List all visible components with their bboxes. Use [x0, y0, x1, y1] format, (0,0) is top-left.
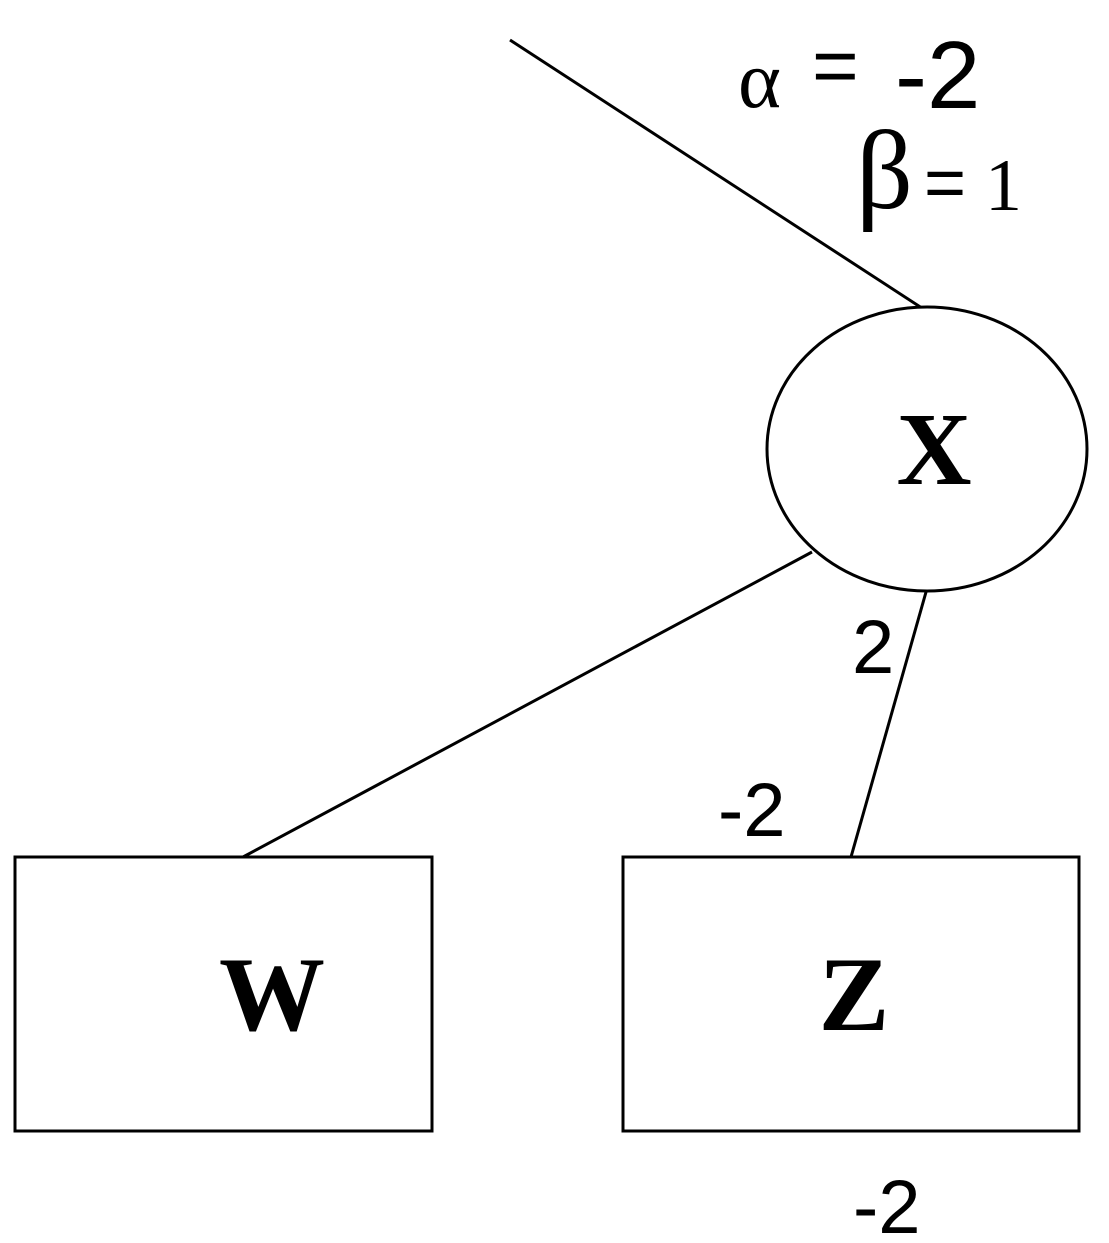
beta-symbol: β — [856, 109, 913, 233]
node-z-box — [621, 855, 1081, 1133]
z-value: -2 — [853, 1165, 921, 1243]
alpha-value: -2 — [895, 22, 980, 129]
node-x-circle — [765, 305, 1089, 593]
beta-equals: = — [924, 143, 966, 223]
incoming-edge — [509, 38, 929, 314]
node-z-label: Z — [819, 936, 890, 1053]
node-x-label: X — [896, 392, 971, 507]
node-w-box — [13, 855, 434, 1133]
edge-x-to-w — [242, 550, 813, 859]
alpha-symbol: α — [738, 34, 781, 125]
edge-x-to-z — [849, 584, 930, 858]
beta-value: 1 — [985, 145, 1022, 227]
edge-value-upper: 2 — [852, 605, 894, 690]
alpha-equals: = — [812, 21, 859, 110]
node-w-label: W — [219, 936, 325, 1053]
edge-value-lower: -2 — [718, 768, 786, 853]
